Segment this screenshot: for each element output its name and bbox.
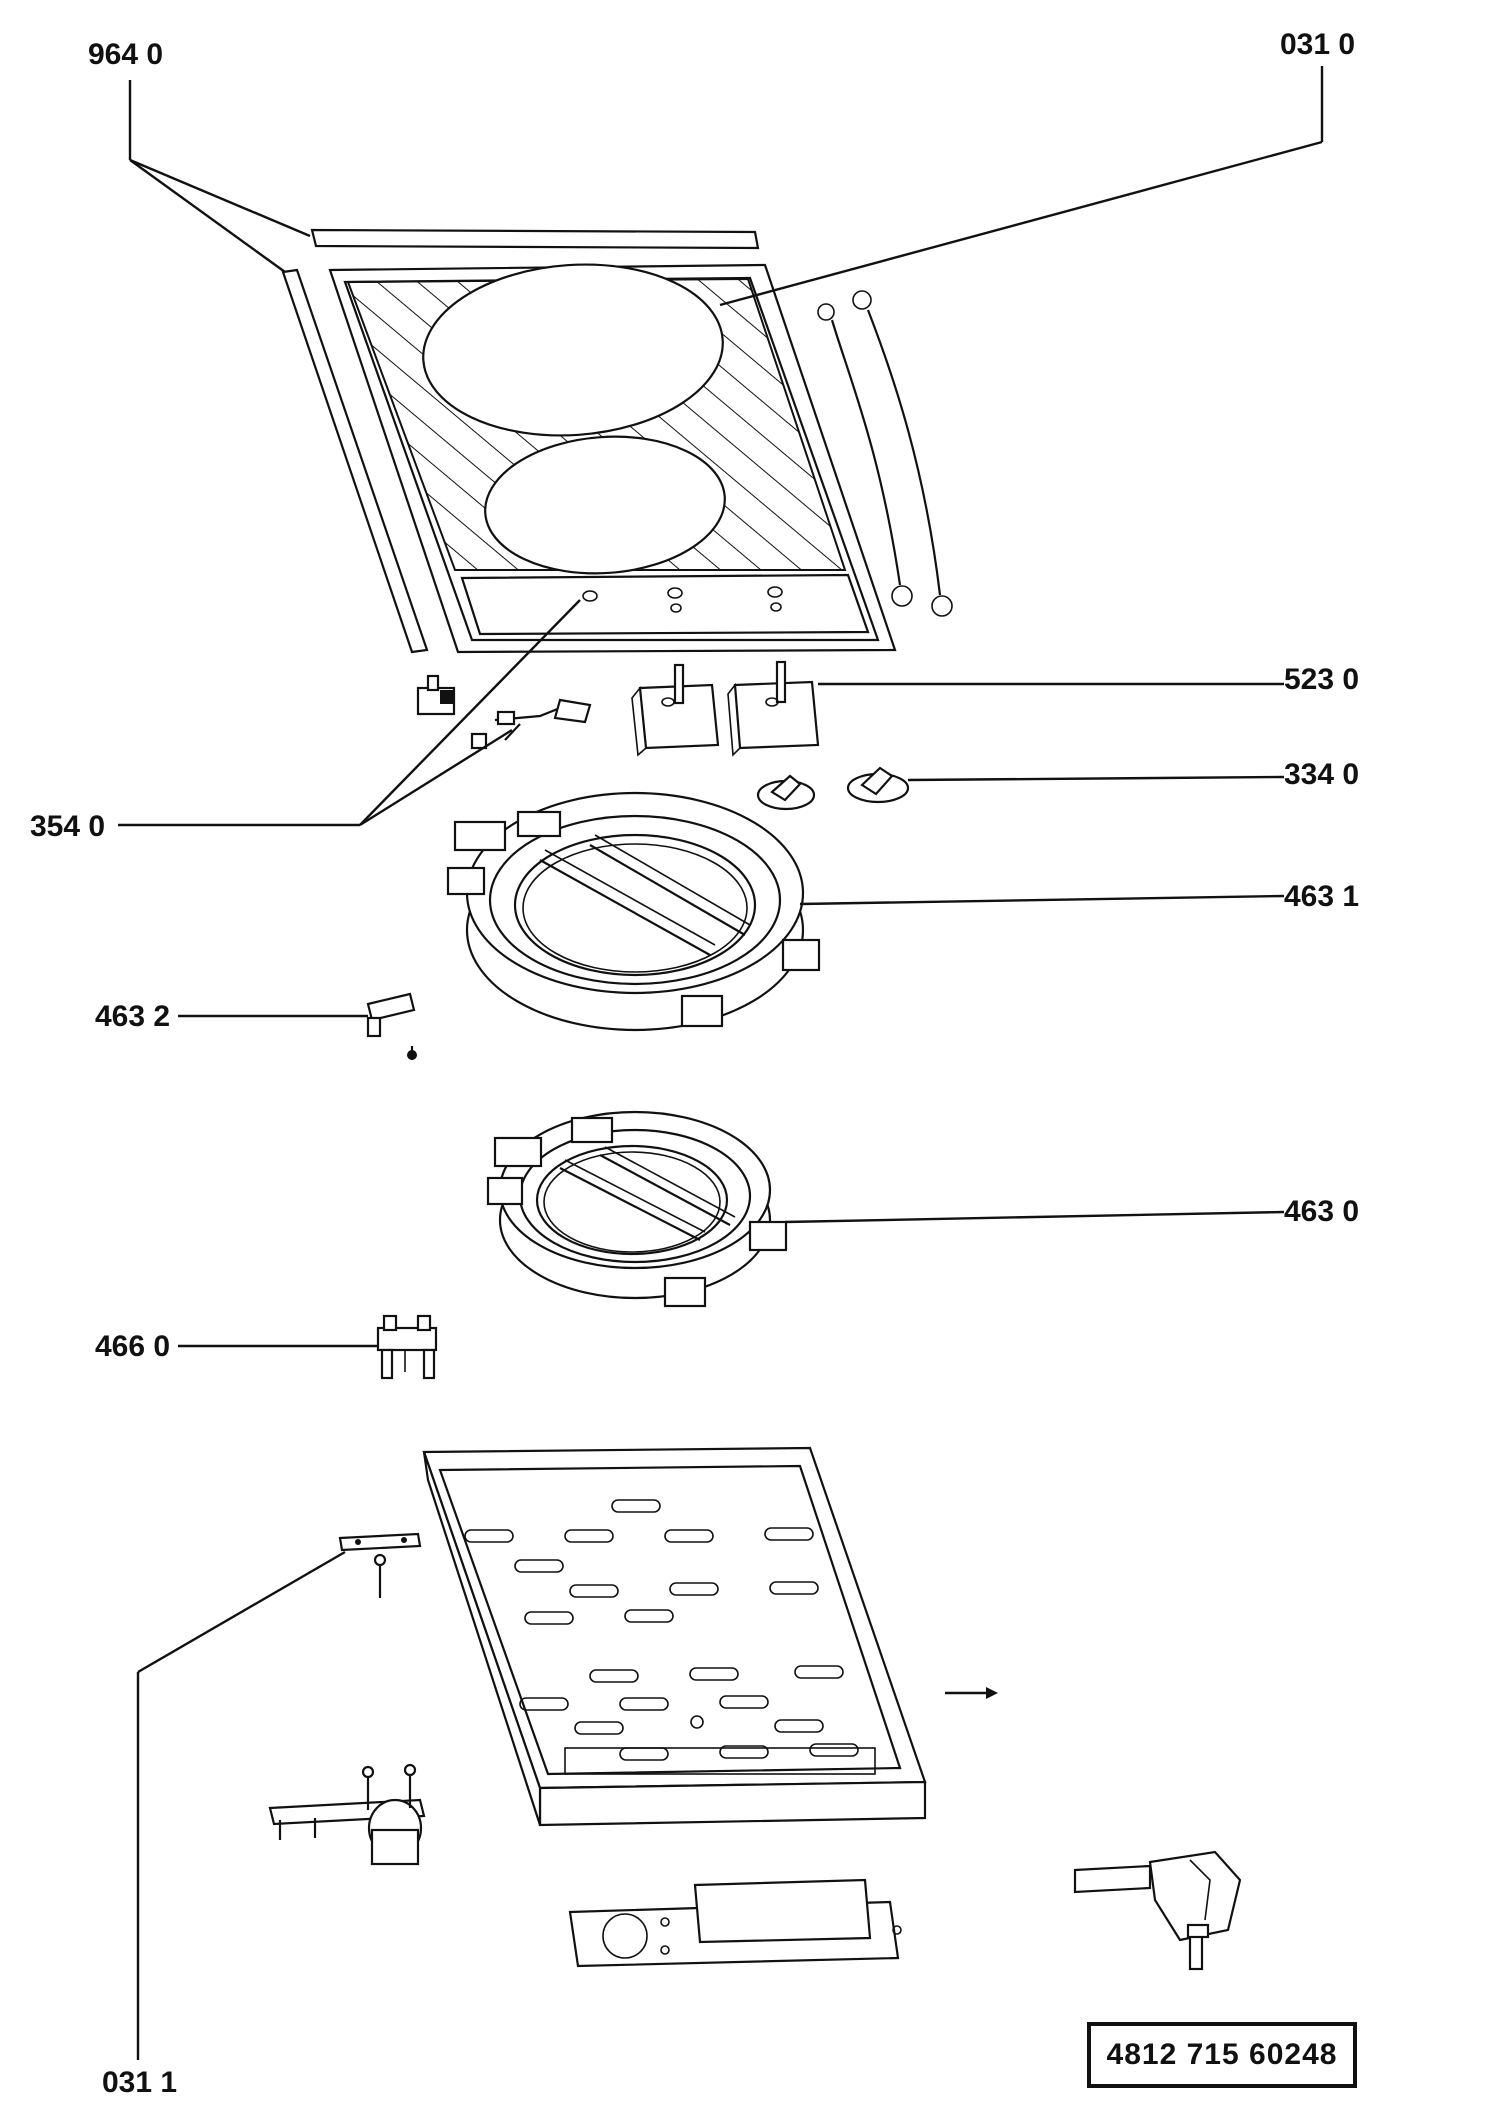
label-354-0: 354 0 bbox=[30, 810, 106, 843]
mains-plug bbox=[1073, 1850, 1242, 1971]
ceramic-glass-top bbox=[328, 263, 897, 654]
label-964-0: 964 0 bbox=[88, 38, 164, 71]
control-knobs bbox=[756, 766, 910, 811]
direction-arrow bbox=[945, 1687, 998, 1699]
document-number-box: 4812 715 60248 bbox=[1087, 2022, 1357, 2088]
document-number: 4812 715 60248 bbox=[1106, 2038, 1338, 2071]
vent-slots bbox=[464, 1499, 859, 1761]
thermal-limiter bbox=[366, 992, 417, 1060]
trim-strips bbox=[281, 228, 760, 654]
label-031-0: 031 0 bbox=[1280, 28, 1356, 61]
label-466-0: 466 0 bbox=[95, 1330, 171, 1363]
bottom-pan bbox=[422, 1446, 927, 1827]
label-523-0: 523 0 bbox=[1284, 663, 1360, 696]
cable-clamp bbox=[268, 1763, 426, 1866]
ground-wires bbox=[817, 290, 953, 617]
radiant-heater-large bbox=[446, 791, 821, 1032]
leader-lines bbox=[118, 66, 1324, 2060]
label-031-1: 031 1 bbox=[102, 2066, 178, 2099]
fixing-bracket bbox=[338, 1532, 422, 1598]
radiant-heater-small bbox=[486, 1110, 788, 1308]
label-463-1: 463 1 bbox=[1284, 880, 1360, 913]
label-334-0: 334 0 bbox=[1284, 758, 1360, 791]
terminal-block bbox=[376, 1314, 438, 1380]
pilot-lamp-harness bbox=[416, 674, 592, 750]
label-463-0: 463 0 bbox=[1284, 1195, 1360, 1228]
rating-plate bbox=[568, 1878, 902, 1968]
energy-regulators bbox=[631, 660, 820, 757]
label-463-2: 463 2 bbox=[95, 1000, 171, 1033]
